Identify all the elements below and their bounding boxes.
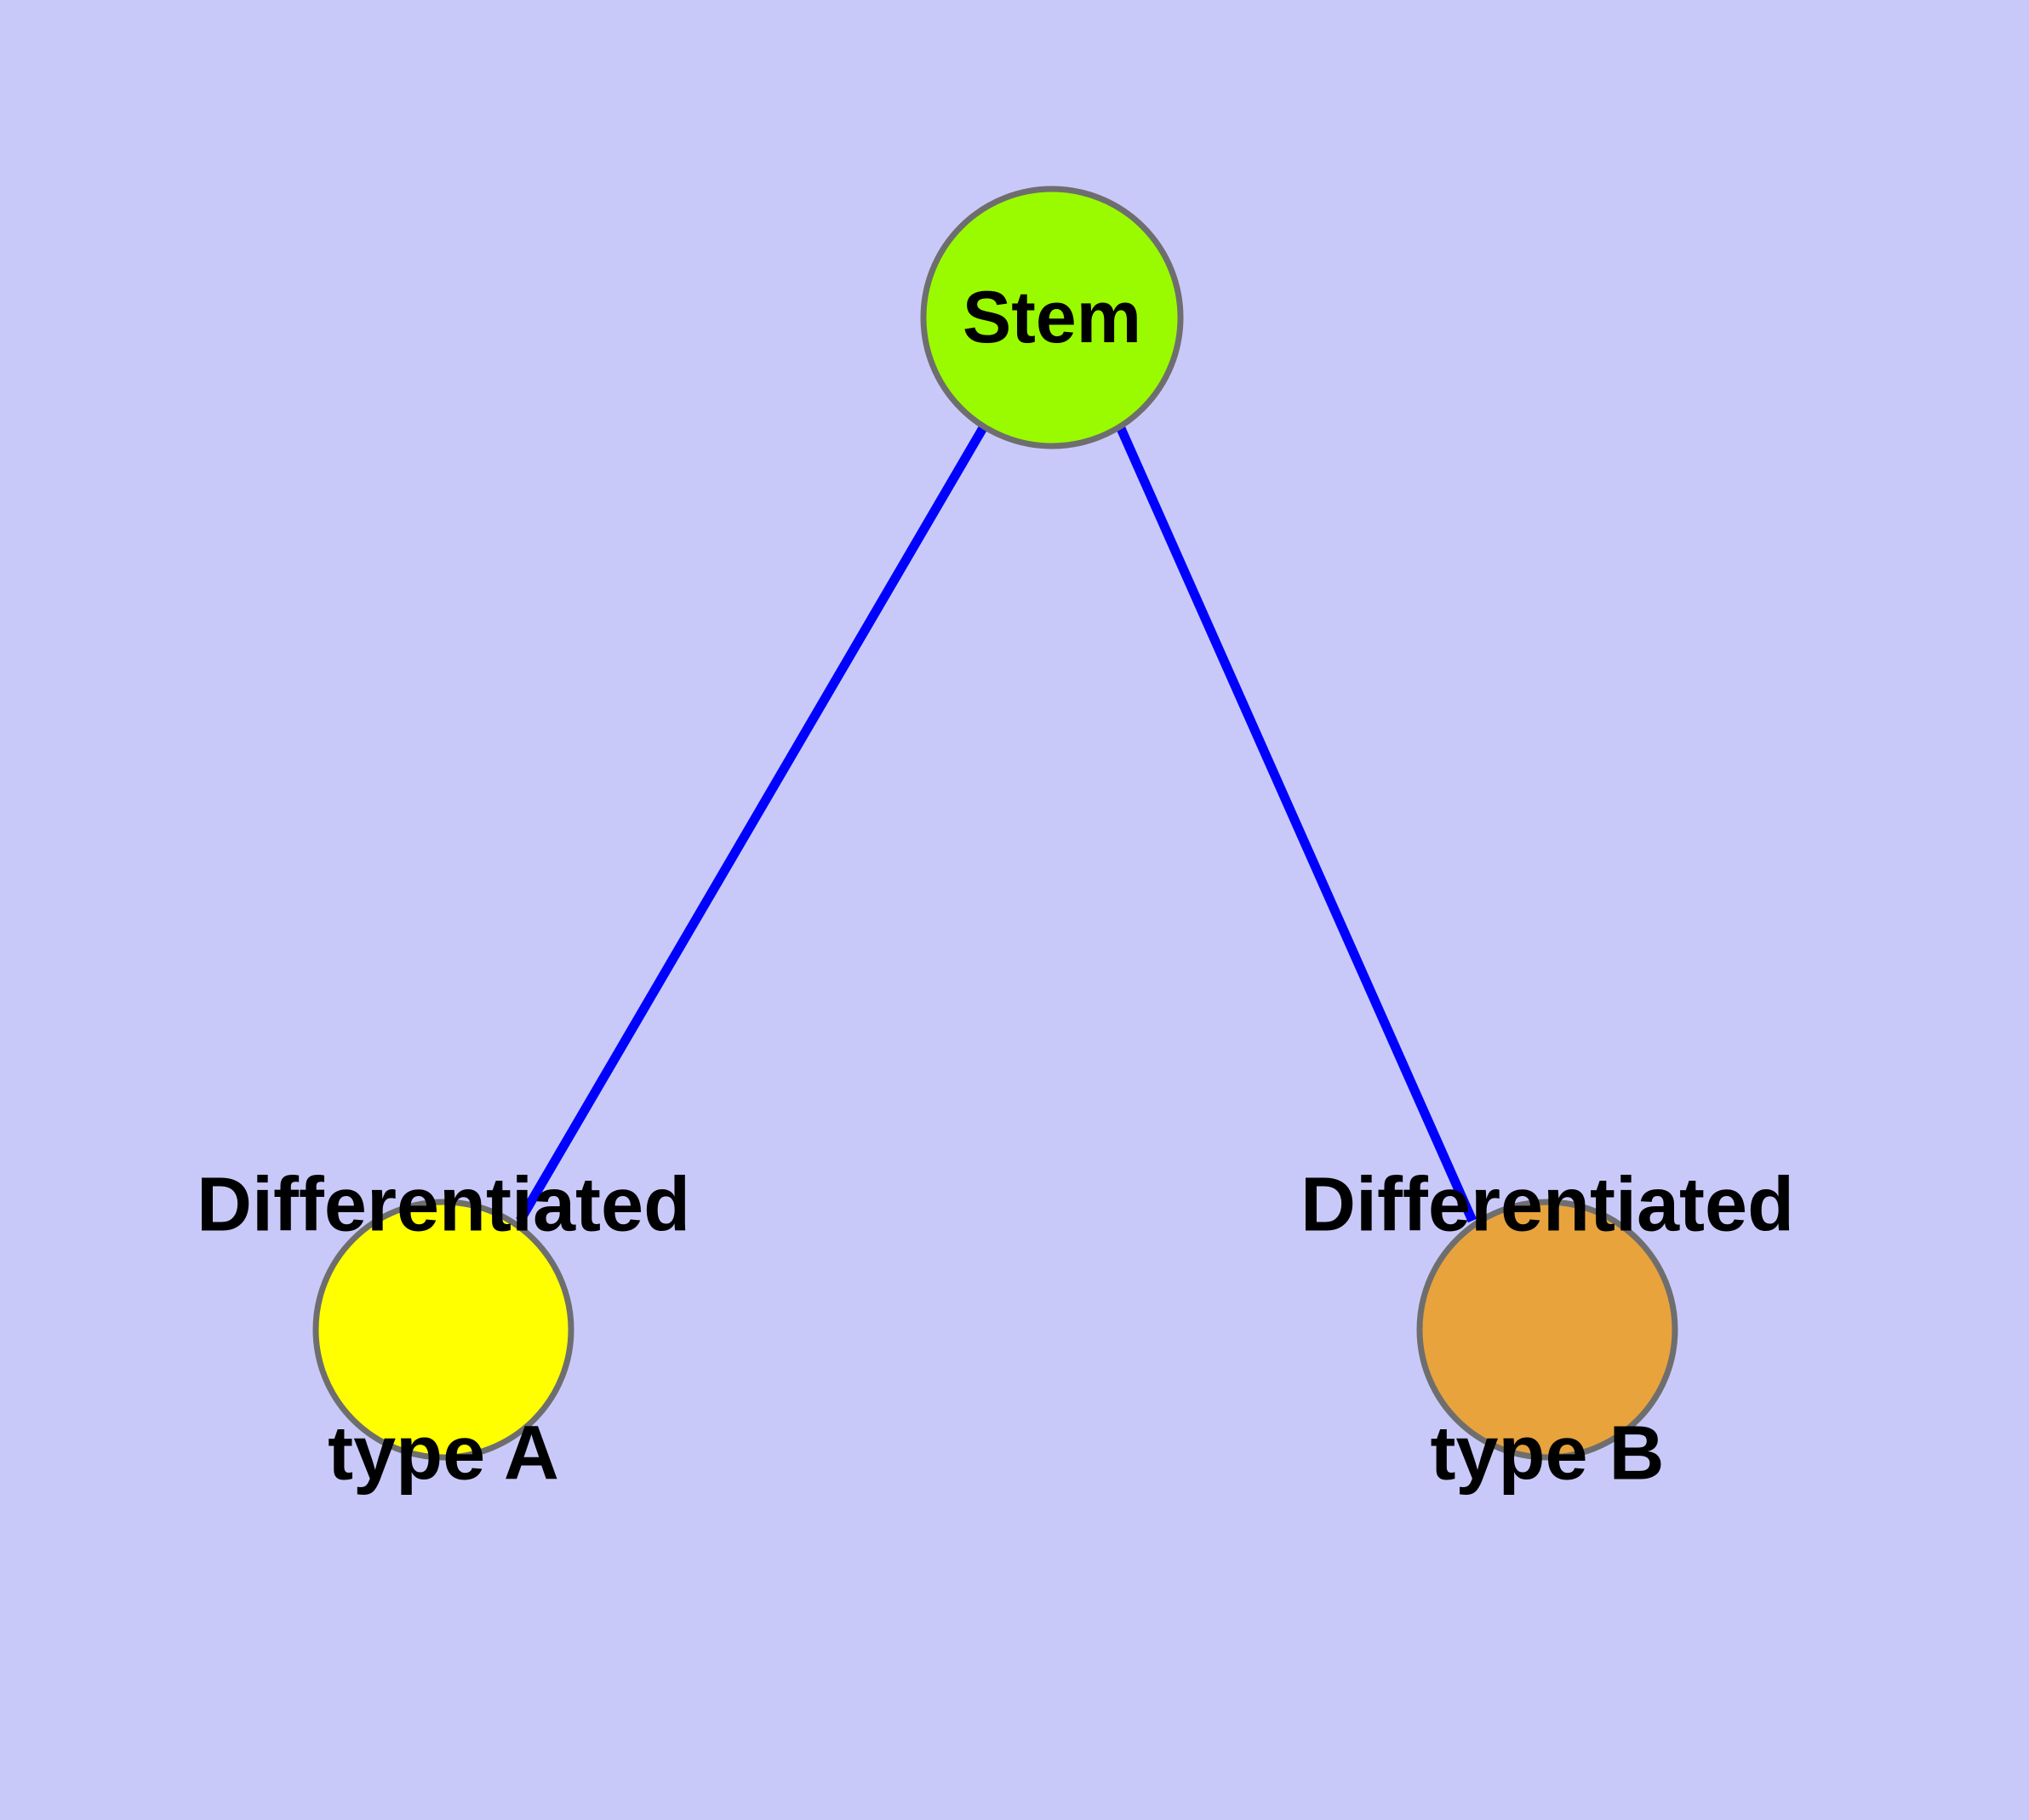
node-stem[interactable] — [920, 186, 1184, 449]
node-differentiated-type-b[interactable] — [1416, 1199, 1678, 1461]
nodes-group — [312, 186, 1678, 1461]
node-differentiated-type-a[interactable] — [312, 1199, 574, 1461]
edge-stem-to-diff-b[interactable] — [1115, 424, 1477, 1223]
edges-group — [516, 424, 1477, 1223]
edge-stem-to-diff-a[interactable] — [516, 424, 988, 1223]
